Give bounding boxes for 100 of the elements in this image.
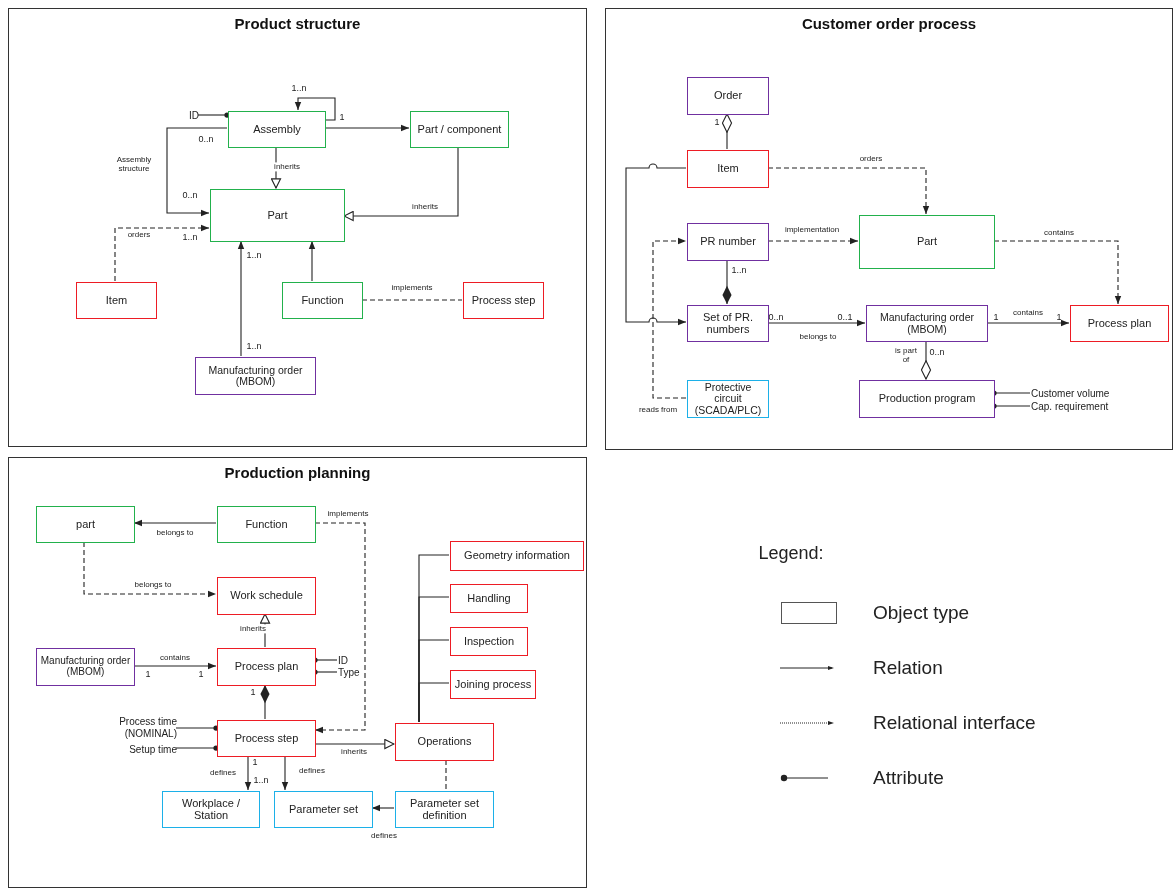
multiplicity-label: 0..1: [837, 312, 853, 322]
composition-line: [722, 259, 732, 305]
attribute-label: Type: [338, 667, 366, 679]
object-box: Parameter set: [274, 791, 373, 828]
object-box: Handling: [450, 584, 528, 613]
legend-title: Legend:: [758, 542, 824, 564]
relation-arrow: [166, 127, 228, 217]
multiplicity-label: 0..n: [198, 134, 214, 144]
aggregation-line: [721, 113, 733, 150]
legend-text: Object type: [873, 602, 970, 624]
panel-title: Customer order process: [800, 15, 978, 32]
edge-label: defines: [298, 766, 326, 776]
object-box: PR number: [687, 223, 769, 261]
object-box: Work schedule: [217, 577, 316, 615]
edge-label: inherits: [239, 624, 267, 634]
relation-arrow: [767, 319, 866, 327]
edge-label: belongs to: [133, 580, 173, 590]
diagram-panel: [8, 457, 587, 888]
edge-label: inherits: [411, 202, 439, 212]
multiplicity-label: 1..n: [291, 83, 307, 93]
multiplicity-label: 1..n: [253, 775, 269, 785]
edge-label: inherits: [273, 162, 301, 172]
object-box: Workplace / Station: [162, 791, 260, 828]
multiplicity-label: 1: [252, 757, 258, 767]
relation-arrow: [244, 755, 252, 791]
multiplicity-label: 1: [1056, 312, 1062, 322]
object-box: Process plan: [1070, 305, 1169, 342]
object-box: Process plan: [217, 648, 316, 686]
legend-text: Relational interface: [873, 712, 1036, 734]
attribute-label: Process time (NOMINAL): [93, 715, 177, 741]
relation-arrow: [294, 97, 336, 121]
dashed-arrow: [767, 167, 930, 215]
object-box: Process step: [217, 720, 316, 757]
legend-text: Attribute: [873, 767, 944, 789]
object-box: Item: [687, 150, 769, 188]
multiplicity-label: 1..n: [731, 265, 747, 275]
multiplicity-label: 0..n: [929, 347, 945, 357]
edge-label: implements: [390, 283, 434, 293]
object-box: part: [36, 506, 135, 543]
edge-label: contains: [1043, 228, 1075, 238]
dashed-arrow: [114, 224, 210, 282]
attribute-label: Cap. requirement: [1031, 400, 1123, 414]
relation-arrow: [237, 240, 245, 357]
edge-label: contains: [159, 653, 191, 663]
dashed-arrow: [83, 541, 217, 598]
object-box: Inspection: [450, 627, 528, 656]
diagram-panel: [8, 8, 587, 447]
dashed-arrow: [993, 240, 1122, 305]
attribute-label: ID: [338, 655, 358, 667]
object-box: Function: [282, 282, 363, 319]
multiplicity-label: 0..n: [768, 312, 784, 322]
connector-line: [418, 682, 450, 723]
object-box: Production program: [859, 380, 995, 418]
object-box: Part: [210, 189, 345, 242]
attribute-label: ID: [179, 109, 199, 123]
multiplicity-label: 1: [198, 669, 204, 679]
edge-label: defines: [370, 831, 398, 841]
relation-arrow: [308, 240, 316, 282]
object-box: Geometry information: [450, 541, 584, 571]
edge-label: orders: [858, 154, 884, 164]
object-box: Process step: [463, 282, 544, 319]
object-box: Operations: [395, 723, 494, 761]
multiplicity-label: 1: [339, 112, 345, 122]
edge-label: implementation: [783, 225, 841, 235]
composition-line: [260, 684, 270, 720]
inheritance-arrow: [314, 738, 395, 750]
attribute-line: [197, 112, 230, 118]
diagram-panel: [605, 8, 1173, 450]
edge-label: implements: [326, 509, 370, 519]
multiplicity-label: 1..n: [246, 341, 262, 351]
attribute-label: Customer volume: [1031, 387, 1127, 401]
relation-arrow: [133, 519, 217, 527]
object-box: Manufacturing order (MBOM): [36, 648, 135, 686]
multiplicity-label: 1: [145, 669, 151, 679]
relation-arrow: [281, 755, 289, 791]
object-box: Function: [217, 506, 316, 543]
legend-text: Relation: [873, 657, 943, 679]
dashed-line: [361, 299, 463, 301]
object-box: Item: [76, 282, 157, 319]
edge-label: inherits: [340, 747, 368, 757]
object-box: Joining process: [450, 670, 536, 699]
object-box: Set of PR. numbers: [687, 305, 769, 342]
dashed-arrow: [767, 237, 859, 245]
multiplicity-label: 1: [714, 117, 720, 127]
aggregation-line: [920, 340, 932, 380]
object-box: Part / component: [410, 111, 509, 148]
attribute-label: Setup time: [113, 743, 177, 756]
multiplicity-label: 1..n: [182, 232, 198, 242]
dashed-arrow: [314, 522, 366, 734]
object-box: Order: [687, 77, 769, 115]
multiplicity-label: 1: [250, 687, 256, 697]
edge-label: belongs to: [798, 332, 838, 342]
panel-title: Product structure: [233, 15, 362, 32]
relation-arrow: [625, 163, 687, 326]
edge-label: defines: [209, 768, 237, 778]
relation-arrow: [324, 124, 410, 132]
object-box: Manufacturing order (MBOM): [866, 305, 988, 342]
multiplicity-label: 0..n: [182, 190, 198, 200]
relation-arrow: [371, 804, 395, 812]
dashed-arrow: [652, 237, 687, 399]
